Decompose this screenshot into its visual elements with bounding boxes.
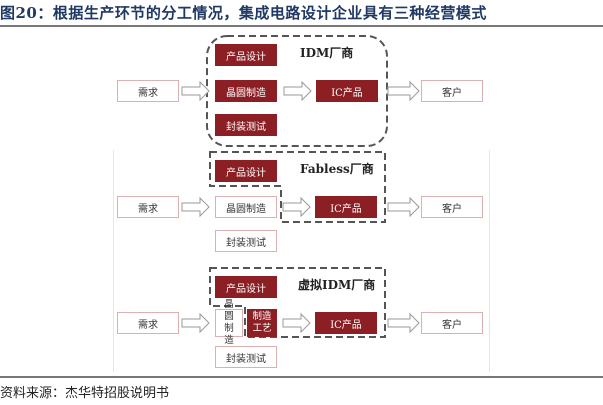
demand-label: 需求 bbox=[138, 203, 158, 215]
packaging-label: 封装测试 bbox=[226, 353, 266, 365]
wafer-box-2: 晶圆制造 bbox=[215, 196, 277, 218]
group-label-fabless: Fabless厂商 bbox=[300, 162, 374, 176]
ic-product-label: IC产品 bbox=[331, 87, 363, 99]
ic-product-box-2: IC产品 bbox=[315, 196, 377, 218]
ic-product-label: IC产品 bbox=[330, 319, 362, 331]
ic-product-box-1: IC产品 bbox=[316, 80, 378, 102]
arrow-virtual-to-customer bbox=[387, 312, 420, 334]
arrow-demand-to-wafer-3 bbox=[181, 312, 210, 334]
customer-box-3: 客户 bbox=[421, 312, 483, 334]
process-label: 制造工艺 bbox=[252, 311, 272, 334]
customer-box-1: 客户 bbox=[421, 80, 483, 102]
figure-title: 图20：根据生产环节的分工情况，集成电路设计企业具有三种经营模式 bbox=[0, 4, 487, 22]
arrow-wafer-to-ic-2 bbox=[282, 196, 311, 218]
top-rule bbox=[0, 25, 603, 27]
packaging-label: 封装测试 bbox=[226, 237, 266, 249]
customer-label: 客户 bbox=[442, 87, 462, 99]
ic-product-box-3: IC产品 bbox=[315, 312, 377, 334]
process-box-3: 制造工艺 bbox=[247, 309, 277, 337]
wafer-box-1: 晶圆制造 bbox=[215, 80, 277, 102]
group-label-idm: IDM厂商 bbox=[300, 46, 354, 60]
wafer-box-3: 晶圆制造 bbox=[215, 299, 243, 346]
arrow-demand-to-idm bbox=[181, 80, 210, 102]
group-label-virtual-idm: 虚拟IDM厂商 bbox=[298, 278, 376, 292]
demand-box-1: 需求 bbox=[117, 80, 179, 102]
design-label: 产品设计 bbox=[226, 51, 266, 63]
demand-label: 需求 bbox=[138, 87, 158, 99]
wafer-label: 晶圆制造 bbox=[226, 203, 266, 215]
arrow-wafer-to-ic-1 bbox=[283, 80, 312, 102]
packaging-box-1: 封装测试 bbox=[215, 114, 277, 136]
arrow-idm-to-customer bbox=[387, 80, 420, 102]
design-box-3: 产品设计 bbox=[215, 276, 277, 298]
customer-box-2: 客户 bbox=[421, 196, 483, 218]
design-label: 产品设计 bbox=[226, 283, 266, 295]
design-box-2: 产品设计 bbox=[215, 160, 277, 182]
design-label: 产品设计 bbox=[226, 167, 266, 179]
bottom-rule bbox=[0, 376, 603, 378]
fabless-dashed-container bbox=[209, 151, 386, 223]
customer-label: 客户 bbox=[442, 203, 462, 215]
ic-product-label: IC产品 bbox=[330, 203, 362, 215]
wafer-label: 晶圆制造 bbox=[224, 299, 234, 346]
demand-box-3: 需求 bbox=[117, 312, 179, 334]
demand-box-2: 需求 bbox=[117, 196, 179, 218]
demand-label: 需求 bbox=[138, 319, 158, 331]
customer-label: 客户 bbox=[442, 319, 462, 331]
packaging-box-2: 封装测试 bbox=[215, 230, 277, 252]
source-note: 资料来源：杰华特招股说明书 bbox=[0, 386, 170, 401]
design-box-1: 产品设计 bbox=[215, 44, 277, 66]
arrow-fabless-to-customer bbox=[387, 196, 420, 218]
wafer-label: 晶圆制造 bbox=[226, 87, 266, 99]
packaging-label: 封装测试 bbox=[226, 121, 266, 133]
diagram-frame-lower bbox=[113, 150, 490, 372]
arrow-process-to-ic-3 bbox=[282, 312, 311, 334]
packaging-box-3: 封装测试 bbox=[215, 346, 277, 368]
arrow-demand-to-wafer-2 bbox=[181, 196, 210, 218]
